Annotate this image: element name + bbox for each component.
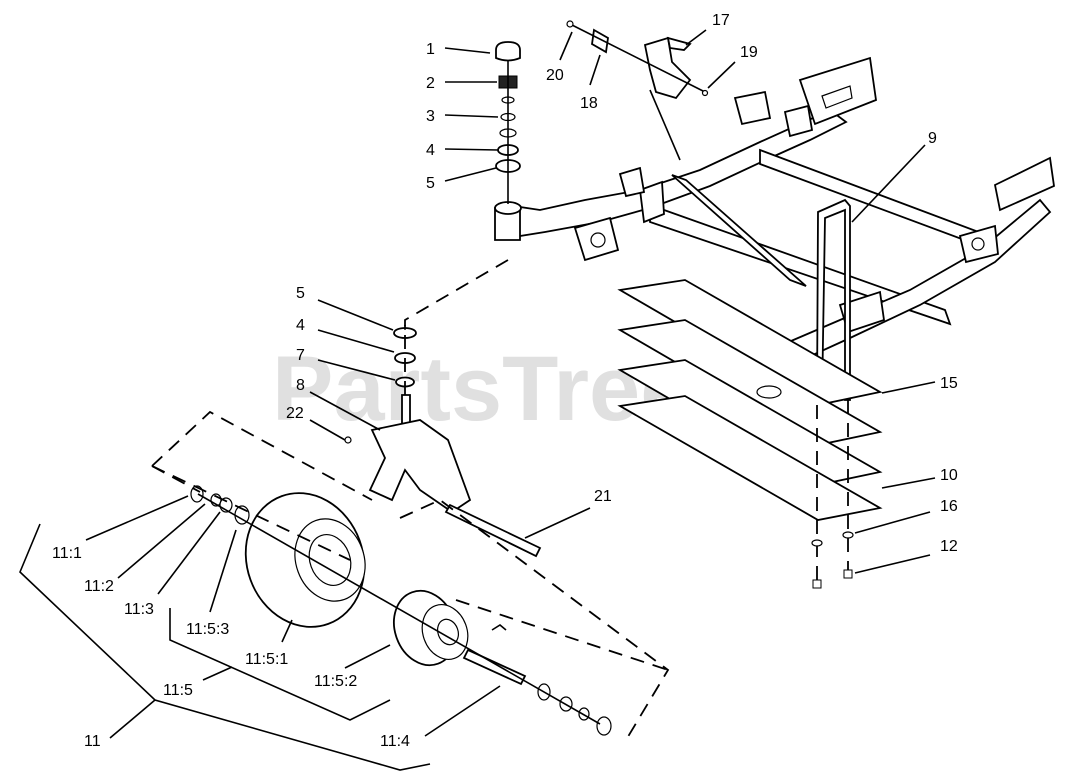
- callout-11-5-1: 11:5:1: [245, 651, 288, 668]
- callout-5: 5: [426, 175, 435, 192]
- callout-20: 20: [546, 67, 564, 84]
- callout-10: 10: [940, 467, 958, 484]
- callout-4-lower: 4: [296, 317, 305, 334]
- callout-5-lower: 5: [296, 285, 305, 302]
- callout-1: 1: [426, 41, 435, 58]
- callout-4: 4: [426, 142, 435, 159]
- caster-wheel: [151, 410, 670, 741]
- callout-11-5-2: 11:5:2: [314, 673, 357, 690]
- callout-18: 18: [580, 95, 598, 112]
- callout-11-3: 11:3: [124, 601, 154, 618]
- height-adjust-linkage: [566, 20, 709, 100]
- watermark-text: PartsTree: [272, 338, 691, 440]
- callout-8: 8: [296, 377, 305, 394]
- callout-21: 21: [594, 488, 612, 505]
- callout-12: 12: [940, 538, 958, 555]
- callout-16: 16: [940, 498, 958, 515]
- leader-lines: [19, 29, 936, 771]
- callout-19: 19: [740, 44, 758, 61]
- weight-plates: [617, 198, 883, 589]
- callout-3: 3: [426, 108, 435, 125]
- caster-fork-assembly: [344, 259, 509, 514]
- callout-22: 22: [286, 405, 304, 422]
- callout-11-2: 11:2: [84, 578, 114, 595]
- spindle-hardware-stack: [495, 41, 521, 204]
- callout-11-5-3: 11:5:3: [186, 621, 229, 638]
- callout-17: 17: [712, 12, 730, 29]
- callout-11-5: 11:5: [163, 682, 193, 699]
- callout-2: 2: [426, 75, 435, 92]
- callout-11: 11: [84, 733, 101, 750]
- callout-15: 15: [940, 375, 958, 392]
- callout-11-1: 11:1: [52, 545, 82, 562]
- callout-11-4: 11:4: [380, 733, 410, 750]
- callout-9: 9: [928, 130, 937, 147]
- callout-7: 7: [296, 347, 305, 364]
- callout-labels: 1 2 3 4 5 20 18 17 19 9 5 4 7 8 22 15 10…: [52, 12, 958, 750]
